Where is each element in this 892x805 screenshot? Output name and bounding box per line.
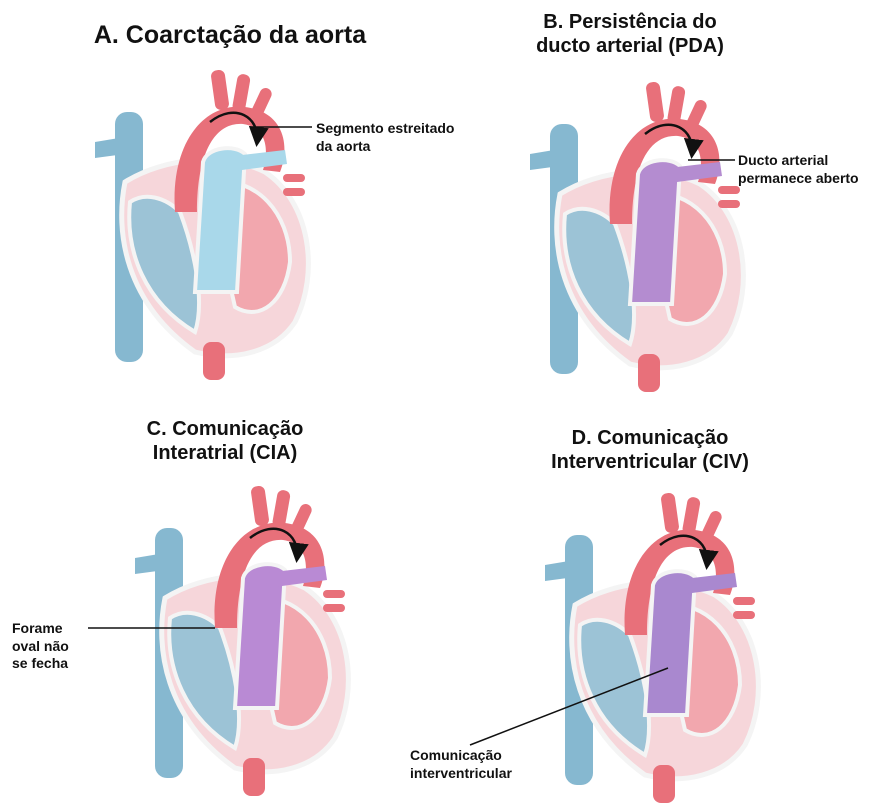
- panel-d-leader-line: [470, 668, 668, 745]
